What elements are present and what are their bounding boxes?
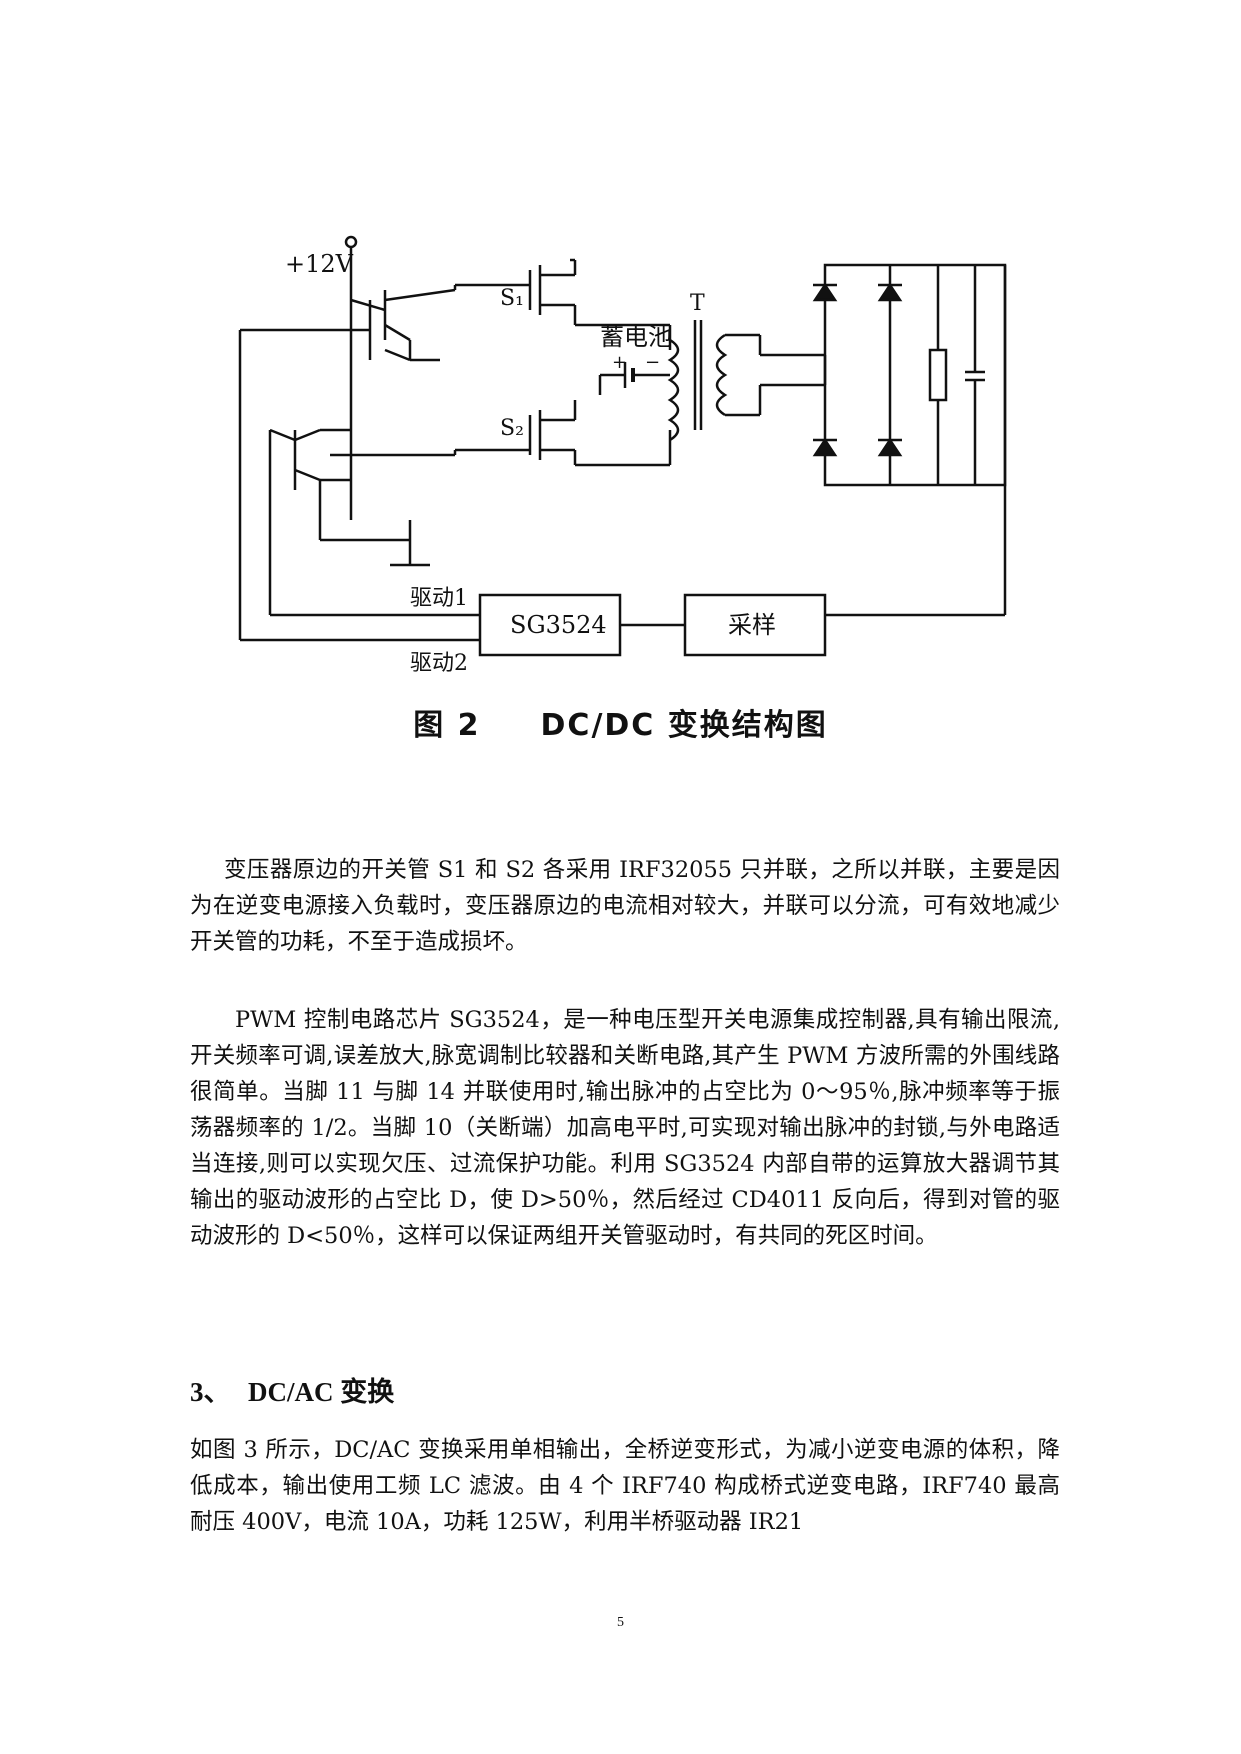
battery-label: 蓄电池 — [600, 323, 672, 351]
section-title: DC/AC 变换 — [248, 1377, 395, 1407]
section-heading: 3、 DC/AC 变换 — [190, 1370, 394, 1409]
sg3524-label: SG3524 — [510, 611, 607, 639]
paragraph-2: PWM 控制电路芯片 SG3524，是一种电压型开关电源集成控制器,具有输出限流… — [190, 1007, 1060, 1249]
sg3524-block — [478, 593, 622, 657]
supply-label: +12V — [285, 250, 354, 278]
section-number: 3、 — [190, 1377, 231, 1407]
s1-label: S₁ — [500, 286, 524, 311]
caption-number: 图 2 — [413, 708, 481, 743]
section-paragraph: 如图 3 所示，DC/AC 变换采用单相输出，全桥逆变形式，为减小逆变电源的体积… — [190, 1437, 1060, 1535]
lower-transistor-pair — [268, 428, 530, 542]
battery-minus: − — [645, 352, 660, 373]
page-number: 5 — [617, 1615, 624, 1630]
battery — [598, 362, 670, 395]
transformer-label: T — [690, 291, 705, 316]
rectifier-bridge — [812, 263, 1007, 487]
caption-title: DC/DC 变换结构图 — [540, 708, 828, 743]
drive2-label: 驱动2 — [410, 651, 468, 676]
drive1-label: 驱动1 — [410, 586, 468, 611]
dc-dc-structure-diagram: +12V — [0, 0, 1241, 800]
battery-plus: + — [612, 352, 627, 373]
s2-mosfet — [528, 400, 577, 465]
s1-mosfet — [528, 258, 577, 325]
sampling-label: 采样 — [728, 611, 776, 639]
s2-label: S₂ — [500, 416, 524, 441]
paragraph-1: 变压器原边的开关管 S1 和 S2 各采用 IRF32055 只并联，之所以并联… — [190, 857, 1060, 955]
supply-terminal — [344, 235, 358, 249]
figure-caption: 图 2 DC/DC 变换结构图 — [0, 700, 1241, 744]
transformer — [667, 320, 825, 442]
